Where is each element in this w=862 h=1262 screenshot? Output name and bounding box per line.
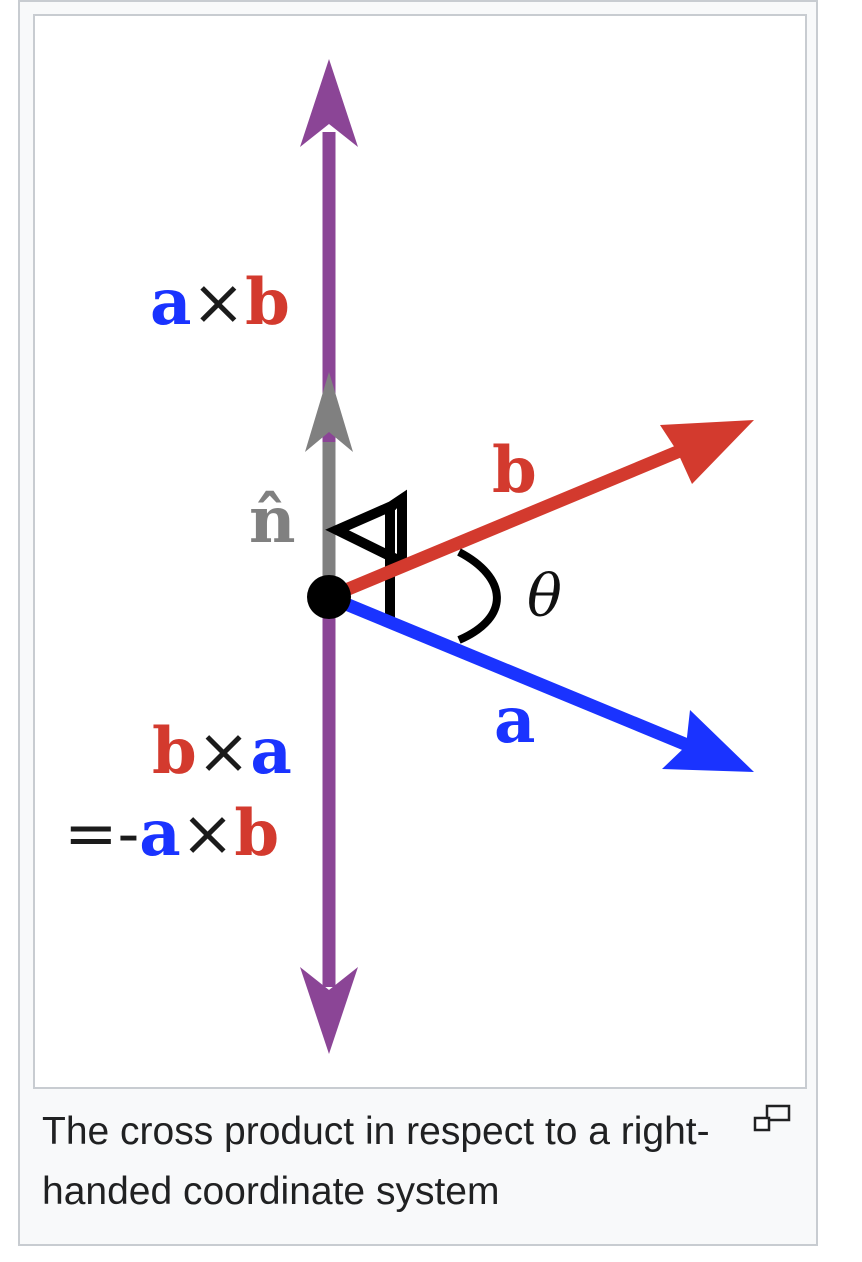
origin-dot — [307, 575, 351, 619]
label-negative-a-cross-b: =-a×b — [64, 796, 279, 871]
label-theta: θ — [527, 562, 562, 630]
label-n-hat: n̂ — [249, 483, 296, 558]
vector-a-arrow — [326, 590, 754, 772]
figure-caption: The cross product in respect to a right-… — [42, 1110, 710, 1213]
label-a: a — [494, 683, 535, 758]
vector-b-arrow — [326, 420, 754, 604]
label-b-cross-a: b×a — [152, 714, 292, 789]
label-a-cross-b: a×b — [150, 265, 290, 340]
angle-arc — [457, 548, 501, 644]
unit-normal-arrow — [305, 372, 353, 597]
label-b: b — [492, 433, 537, 508]
magnify-icon[interactable] — [752, 1104, 792, 1134]
right-hand-symbol — [325, 489, 407, 622]
cross-product-diagram[interactable]: a×b n̂ b θ a b×a =-a×b — [33, 14, 807, 1089]
